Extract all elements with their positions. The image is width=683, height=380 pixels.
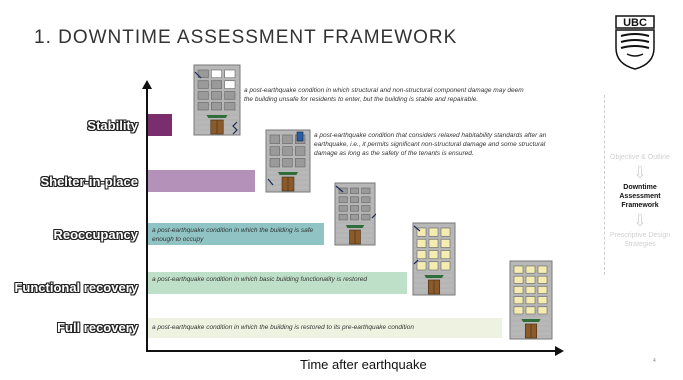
logo-text: UBC — [623, 17, 647, 29]
definition-stability: a post-earthquake condition in which str… — [244, 87, 524, 103]
down-arrow-icon: ⇩ — [633, 213, 647, 230]
definition-full-recovery: a post-earthquake condition in which the… — [152, 324, 414, 331]
x-axis — [146, 350, 556, 352]
building-functional-icon — [412, 222, 456, 296]
definition-functional-recovery: a post-earthquake condition in which bas… — [152, 276, 367, 283]
ubc-logo: UBC — [615, 15, 655, 70]
stage-label-stability: Stability — [87, 118, 138, 133]
stage-label-functional-recovery: Functional recovery — [14, 280, 138, 295]
x-axis-label: Time after earthquake — [300, 357, 427, 372]
x-axis-arrow — [555, 346, 564, 356]
stage-label-reoccupancy: Reoccupancy — [53, 227, 138, 242]
y-axis — [146, 88, 148, 352]
stage-bar-full-recovery: a post-earthquake condition in which the… — [148, 318, 502, 338]
definition-reoccupancy: a post-earthquake condition in which the… — [152, 227, 314, 243]
stage-bar-stability — [148, 114, 172, 136]
section-sidebar: Objective & Outline ⇩ Downtime Assessmen… — [604, 95, 675, 275]
building-damaged-minor-icon — [334, 182, 376, 246]
definition-shelter-in-place: a post-earthquake condition that conside… — [314, 132, 547, 157]
stage-bar-reoccupancy: a post-earthquake condition in which the… — [148, 223, 324, 245]
stage-label-shelter-in-place: Shelter-in-place — [40, 174, 138, 189]
building-damaged-moderate-icon — [265, 129, 311, 193]
down-arrow-icon: ⇩ — [633, 165, 647, 182]
page-number: 4 — [653, 358, 656, 364]
stage-bar-shelter-in-place — [148, 170, 255, 192]
sidebar-item-prescriptive-design[interactable]: Prescriptive Design Strategies — [609, 232, 671, 248]
y-axis-arrow — [142, 80, 152, 89]
stage-bar-functional-recovery: a post-earthquake condition in which bas… — [148, 272, 407, 294]
building-damaged-severe-icon — [193, 64, 241, 136]
building-fully-recovered-icon — [509, 260, 553, 340]
sidebar-item-objective-outline[interactable]: Objective & Outline — [610, 154, 670, 161]
slide-title: 1. DOWNTIME ASSESSMENT FRAMEWORK — [34, 27, 458, 48]
stage-label-full-recovery: Full recovery — [57, 320, 138, 335]
sidebar-item-downtime-framework[interactable]: Downtime Assessment Framework — [619, 184, 661, 209]
